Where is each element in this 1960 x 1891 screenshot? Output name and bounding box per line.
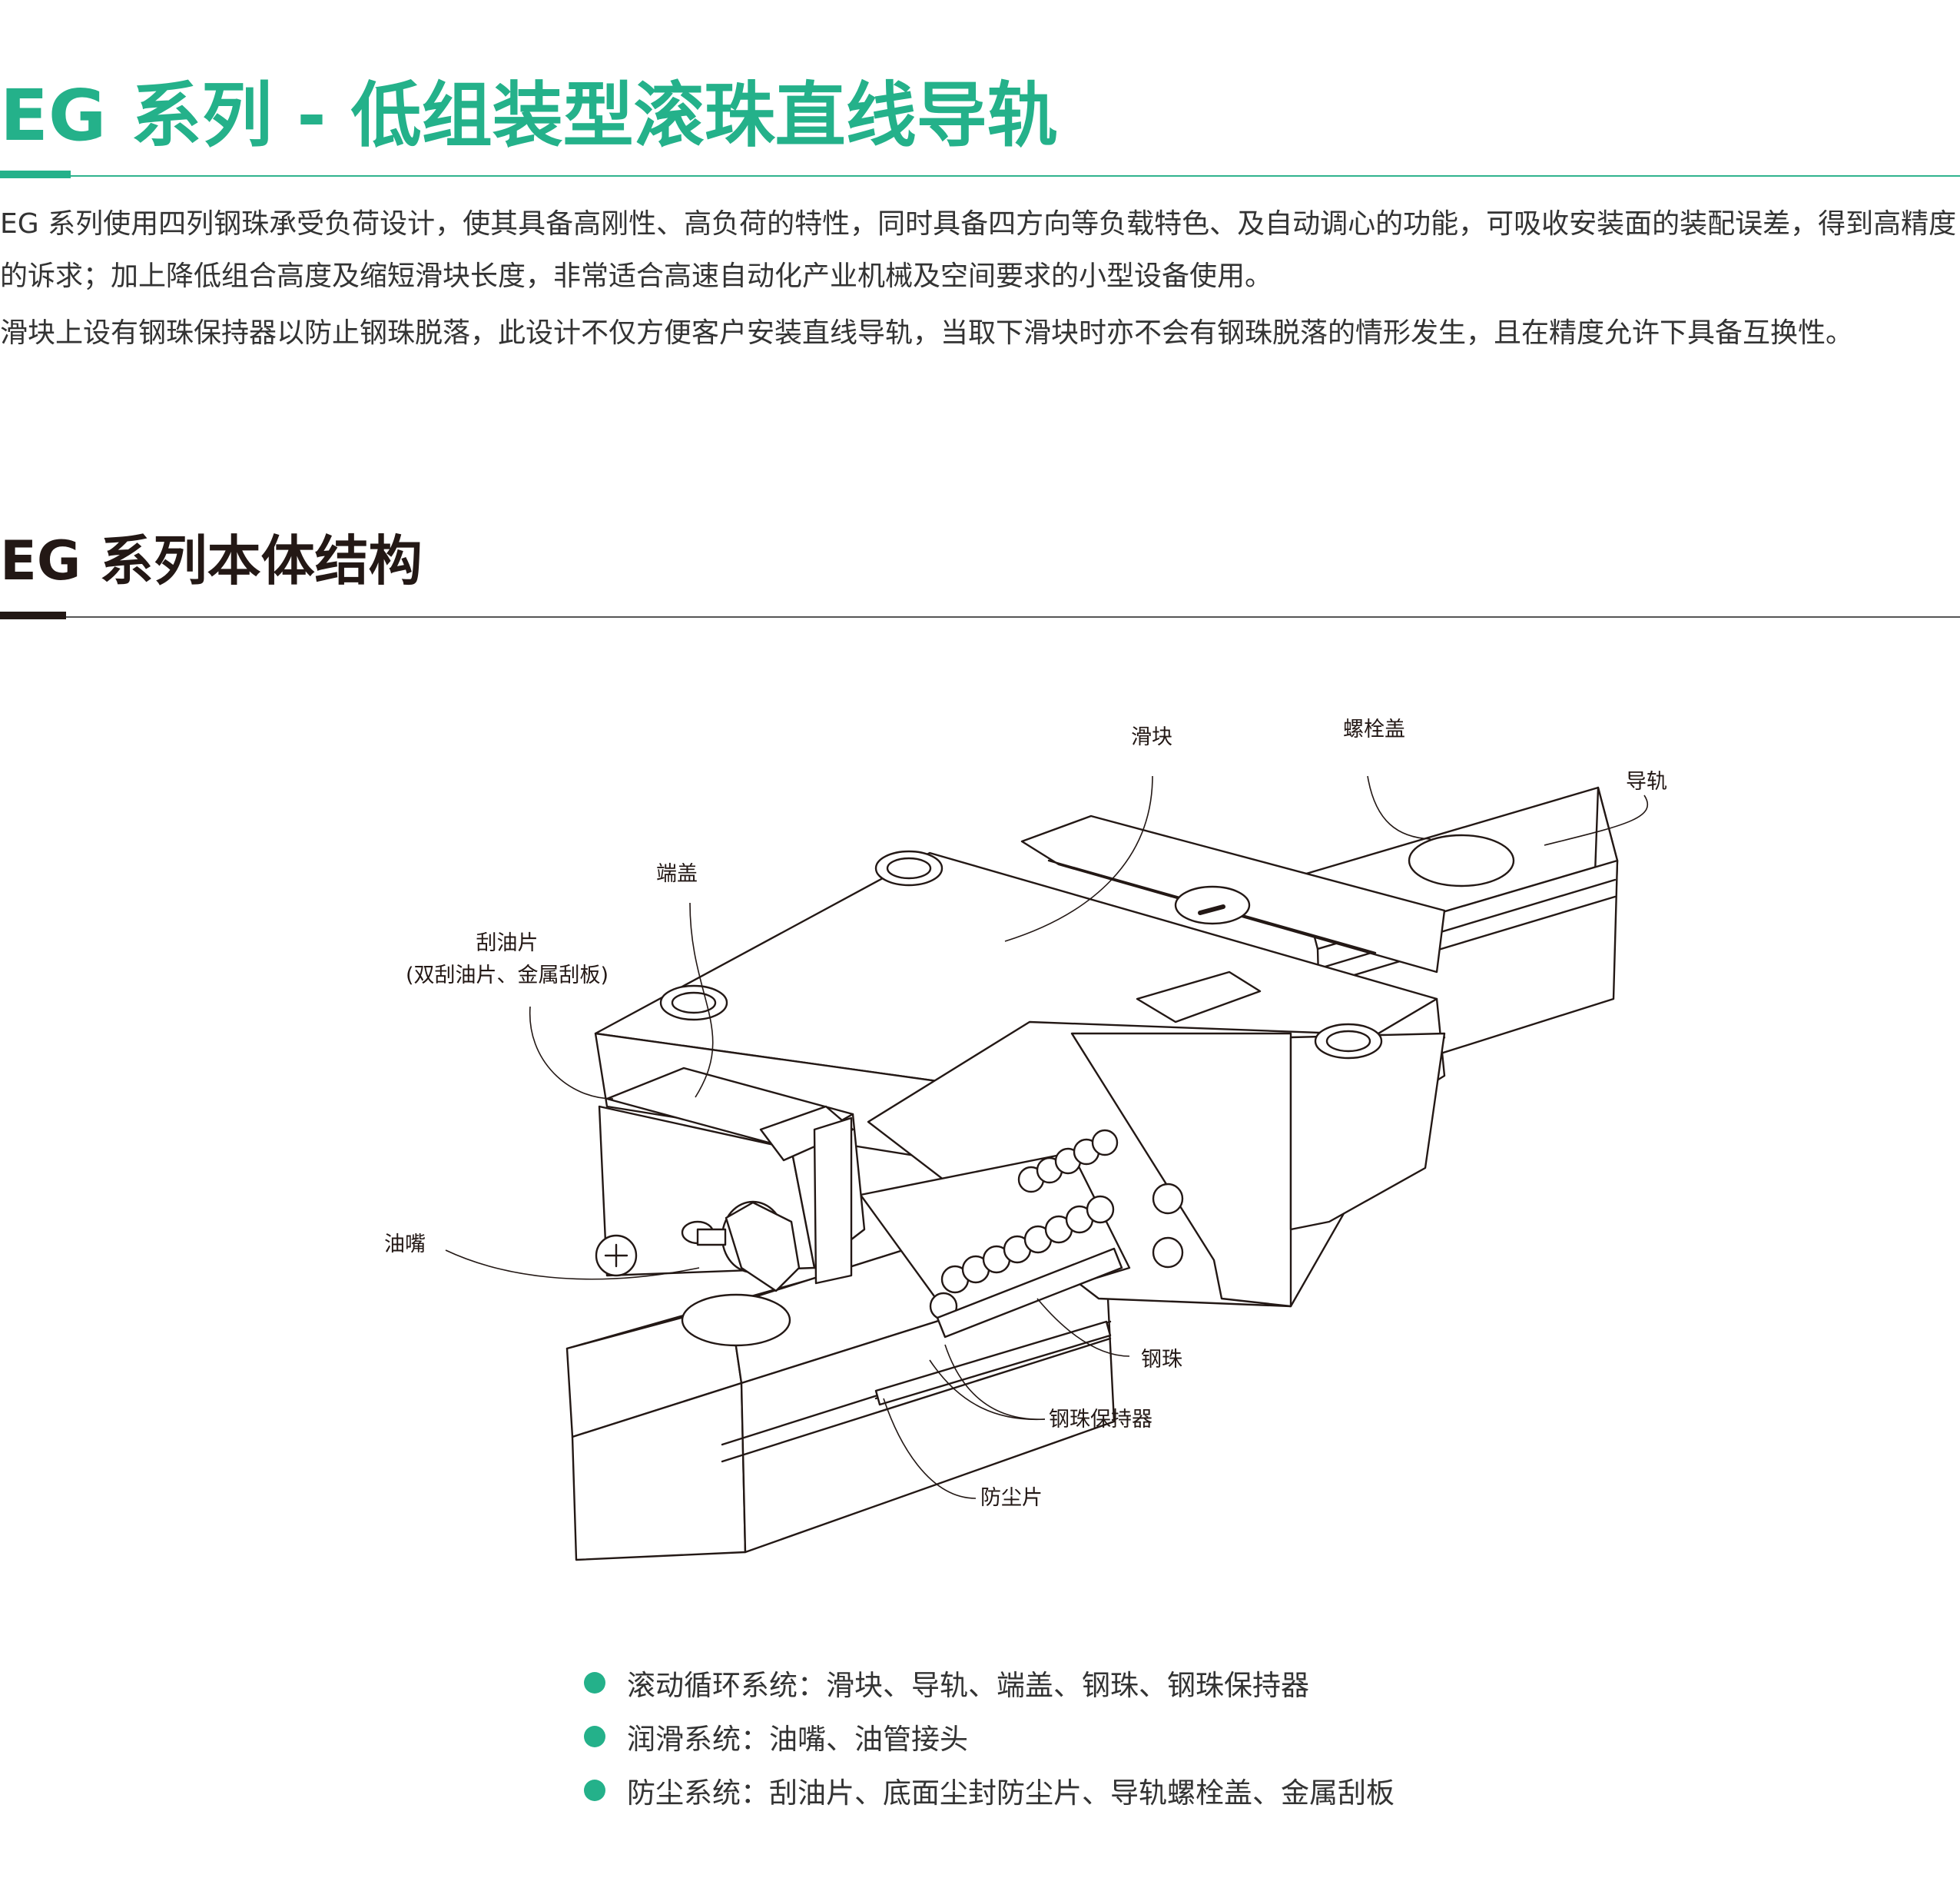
- system-text: 滚动循环系统：滑块、导轨、端盖、钢珠、钢珠保持器: [627, 1669, 1309, 1702]
- system-text: 润滑系统：油嘴、油管接头: [627, 1723, 968, 1756]
- label-ball-retainer: 钢珠保持器: [1049, 1408, 1152, 1432]
- system-list: 滚动循环系统：滑块、导轨、端盖、钢珠、钢珠保持器 润滑系统：油嘴、油管接头 防尘…: [584, 1656, 1395, 1817]
- bullet-icon: [584, 1726, 605, 1747]
- intro-paragraph-1: EG 系列使用四列钢珠承受负荷设计，使其具备高刚性、高负荷的特性，同时具备四方向…: [0, 208, 1957, 292]
- page-title: EG 系列 - 低组装型滚珠直线导轨: [0, 75, 1058, 157]
- leader-slider: [1004, 775, 1153, 942]
- label-steel-ball: 钢珠: [1141, 1348, 1182, 1372]
- bullet-icon: [584, 1780, 605, 1801]
- rail-bolt-cap-front: [681, 1293, 791, 1347]
- label-bolt-cap: 螺栓盖: [1343, 718, 1405, 741]
- leader-scraper: [529, 1006, 614, 1100]
- label-scraper-note: (双刮油片、金属刮板): [405, 964, 609, 987]
- leader-ball-retainer-1: [929, 1359, 1046, 1421]
- label-scraper: 刮油片: [476, 931, 539, 955]
- block-bolt-holes: [659, 850, 1383, 1269]
- rail-bolt-cap-back: [1408, 834, 1515, 887]
- list-item: 滚动循环系统：滑块、导轨、端盖、钢珠、钢珠保持器: [584, 1656, 1395, 1710]
- block-front-face: [1070, 1032, 1292, 1308]
- leader-steel-ball: [1036, 1298, 1130, 1357]
- label-end-cap: 端盖: [656, 862, 698, 886]
- leader-rail: [1544, 795, 1649, 846]
- label-rail: 导轨: [1626, 770, 1667, 794]
- slider-block: [594, 814, 1446, 1308]
- section-divider: [0, 616, 1960, 618]
- label-slider: 滑块: [1131, 725, 1172, 749]
- ball-retainer-strip: [936, 1247, 1123, 1339]
- bullet-icon: [584, 1672, 605, 1694]
- title-divider-accent: [0, 171, 71, 178]
- dust-seal-strip: [874, 1320, 1112, 1406]
- leader-ball-retainer-2: [944, 1344, 1046, 1420]
- label-dust-seal: 防尘片: [980, 1486, 1043, 1510]
- section-divider-accent: [0, 612, 66, 619]
- intro-text: EG 系列使用四列钢珠承受负荷设计，使其具备高刚性、高负荷的特性，同时具备四方向…: [0, 198, 1960, 364]
- intro-paragraph-2: 滑块上设有钢珠保持器以防止钢珠脱落，此设计不仅方便客户安装直线导轨，当取下滑块时…: [0, 317, 1854, 349]
- steel-balls: [929, 1129, 1119, 1321]
- system-text: 防尘系统：刮油片、底面尘封防尘片、导轨螺栓盖、金属刮板: [627, 1777, 1395, 1810]
- leader-grease-nipple: [445, 1249, 700, 1280]
- section-title: EG 系列本体结构: [0, 529, 423, 592]
- label-grease-nipple: 油嘴: [384, 1232, 426, 1256]
- title-divider: [0, 175, 1960, 177]
- list-item: 润滑系统：油嘴、油管接头: [584, 1710, 1395, 1763]
- ball-retainer-housing: [859, 1151, 1131, 1323]
- list-item: 防尘系统：刮油片、底面尘封防尘片、导轨螺栓盖、金属刮板: [584, 1763, 1395, 1817]
- leader-dust-seal: [883, 1398, 977, 1499]
- rail-back: [1297, 786, 1619, 1093]
- leader-end-cap: [689, 902, 714, 1098]
- end-cap: [598, 1067, 866, 1285]
- block-right-lower: [1289, 1032, 1446, 1231]
- leader-bolt-cap: [1367, 775, 1431, 840]
- grease-nipple: [681, 1200, 801, 1292]
- end-cap-screw: [595, 1234, 638, 1277]
